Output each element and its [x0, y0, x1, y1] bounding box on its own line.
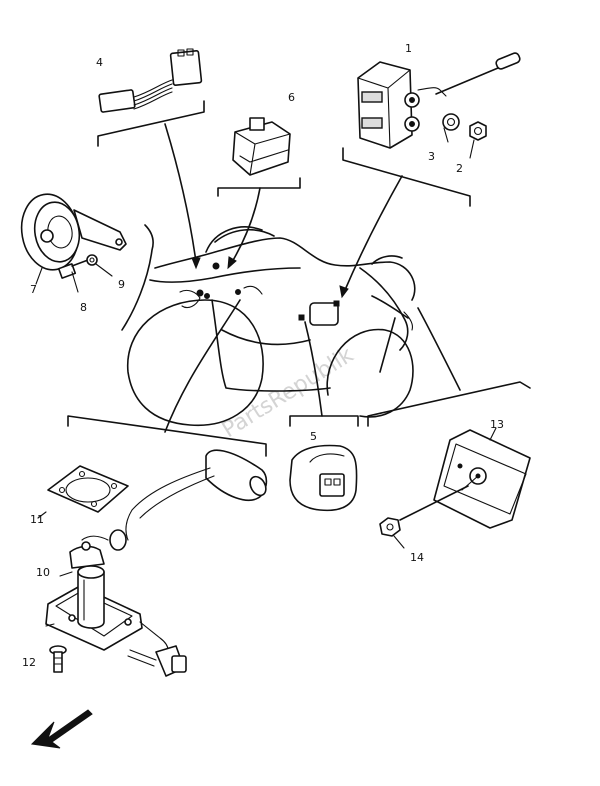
callout-12: 12: [22, 656, 36, 669]
part-13-plate: [433, 427, 531, 529]
callout-5: 5: [310, 430, 317, 443]
callout-14: 14: [410, 551, 424, 564]
part-14-nut: [379, 517, 405, 549]
callout-2: 2: [456, 162, 463, 175]
part-3-washer: [442, 113, 460, 143]
callout-7: 7: [30, 283, 37, 296]
callout-8: 8: [80, 301, 87, 314]
callout-6: 6: [288, 91, 295, 104]
callout-13: 13: [490, 418, 504, 431]
part-7-horn: [20, 193, 127, 285]
callout-10: 10: [36, 566, 50, 579]
part-8-bolt: [57, 259, 89, 293]
part-12-bolt: [49, 645, 67, 673]
part-14-leader-line: [399, 485, 469, 521]
part-10-fuel-pump: [45, 529, 187, 677]
fuel-sender-float: [125, 449, 268, 541]
watermark: PartsRepublik: [218, 342, 358, 443]
part-5-flasher-relay: [289, 444, 358, 512]
bike-mounted-parts: [179, 262, 340, 326]
callout-4: 4: [96, 56, 103, 69]
part-6-relay: [232, 117, 291, 176]
part-9-washer: [86, 254, 113, 277]
front-direction-arrow-icon: [30, 709, 93, 749]
part-1-starter-relay: [357, 52, 521, 149]
part-11-gasket: [37, 465, 129, 519]
callout-labels: 1 2 3 4 5 6 7 8 9 10 11 12 13 14: [22, 42, 504, 669]
part-2-nut: [469, 121, 487, 159]
callout-3: 3: [428, 150, 435, 163]
callout-11: 11: [30, 513, 44, 526]
group-brackets: [67, 100, 531, 457]
callout-1: 1: [405, 42, 412, 55]
callout-9: 9: [118, 278, 125, 291]
part-4-wire-harness: [98, 48, 203, 113]
